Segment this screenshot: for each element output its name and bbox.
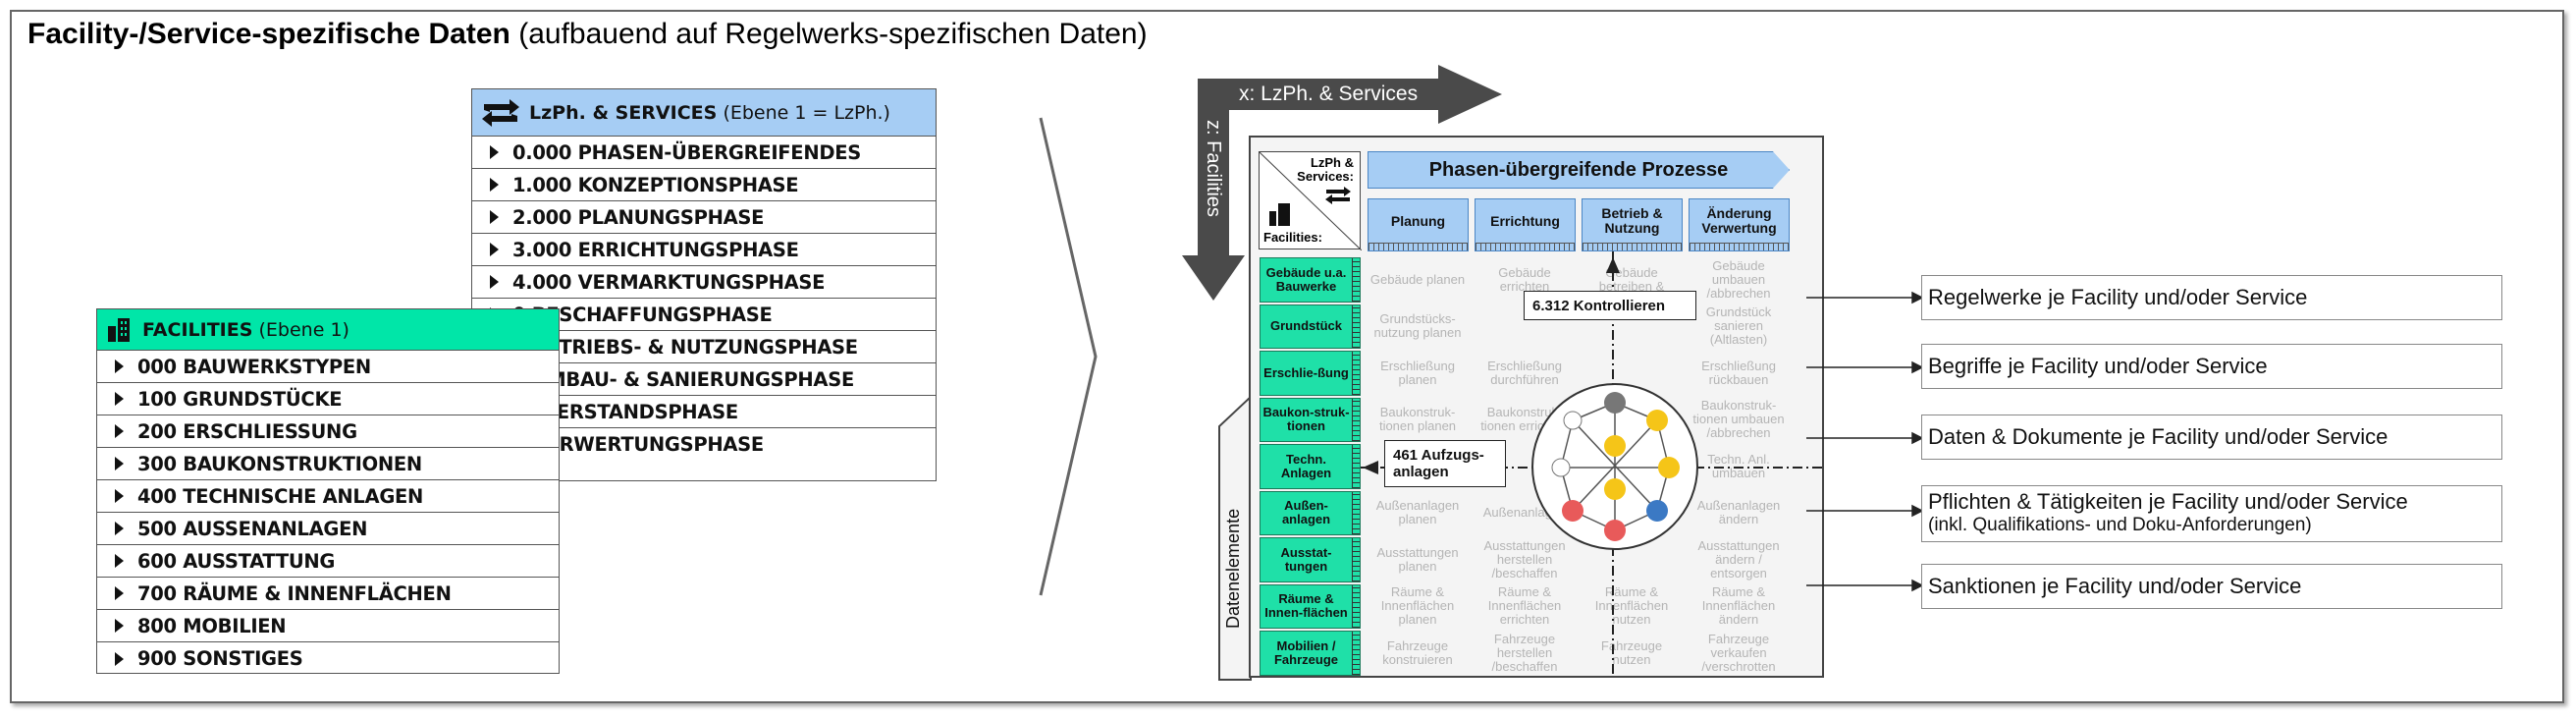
- matrix-row-header: Mobilien / Fahrzeuge: [1260, 631, 1361, 676]
- matrix-cell: Räume & Innenflächen planen: [1380, 584, 1455, 628]
- chevron-arrow-icon: [1039, 117, 1098, 596]
- matrix-column-header: Änderung Verwertung: [1689, 198, 1790, 251]
- output-box: Daten & Dokumente je Facility und/oder S…: [1921, 415, 2502, 460]
- matrix-cell: Erschließung rückbauen: [1701, 358, 1776, 387]
- list-item: 0.000 PHASEN-ÜBERGREIFENDES: [472, 137, 936, 169]
- list-item: 3.000 ERRICHTUNGSPHASE: [472, 234, 936, 266]
- refresh-cycle-icon-small: [1325, 187, 1351, 204]
- output-box: Begriffe je Facility und/oder Service: [1921, 344, 2502, 389]
- list-item: 2.000 PLANUNGSPHASE: [472, 201, 936, 234]
- matrix-cell: Ausstattungen herstellen /beschaffen: [1483, 537, 1566, 581]
- matrix-row-header: Ausstat-tungen: [1260, 537, 1361, 582]
- matrix-cell: Fahrzeuge konstruieren: [1382, 637, 1453, 667]
- matrix-column-header: Betrieb & Nutzung: [1582, 198, 1683, 251]
- list-item: 900 SONSTIGES: [97, 642, 559, 675]
- caret-right-icon: [115, 522, 124, 535]
- list-item: 400 TECHNISCHE ANLAGEN: [97, 480, 559, 513]
- list-item: 4.000 VERMARKTUNGSPHASE: [472, 266, 936, 299]
- output-box: Sanktionen je Facility und/oder Service: [1921, 564, 2502, 609]
- list-item: 700 RÄUME & INNENFLÄCHEN: [97, 578, 559, 610]
- facilities-header: FACILITIES (Ebene 1): [97, 309, 559, 351]
- caret-right-icon: [490, 178, 499, 192]
- matrix-cell: Fahrzeuge herstellen /beschaffen: [1491, 631, 1558, 674]
- matrix-row-header: Techn. Anlagen: [1260, 444, 1361, 489]
- services-header: LzPh. & SERVICES (Ebene 1 = LzPh.): [472, 89, 936, 137]
- matrix-cell: Außenanlagen planen: [1375, 498, 1460, 527]
- matrix-row-header: Baukon-struk-tionen: [1260, 397, 1361, 442]
- callout-kontrollieren: 6.312 Kontrollieren: [1524, 291, 1696, 320]
- matrix-cell: Fahrzeuge nutzen: [1600, 637, 1663, 667]
- matrix-cell: Räume & Innenflächen ändern: [1701, 584, 1776, 628]
- output-box: Regelwerke je Facility und/oder Service: [1921, 275, 2502, 320]
- matrix-column-header: Errichtung: [1475, 198, 1576, 251]
- caret-right-icon: [115, 424, 124, 438]
- axis-arrows-icon: [1182, 65, 1502, 301]
- page-title: Facility-/Service-spezifische Daten (auf…: [27, 18, 1148, 50]
- matrix-cell: Gebäude umbauen /abbrechen: [1706, 257, 1771, 301]
- matrix-cell: Gebäude errichten: [1498, 264, 1551, 294]
- matrix-corner: LzPh & Services: Facilities:: [1259, 151, 1362, 250]
- matrix-row-header: Gebäude u.a. Bauwerke: [1260, 257, 1361, 303]
- caret-right-icon: [115, 457, 124, 470]
- matrix-cell: Baukonstruk-tionen umbauen /abbrechen: [1692, 398, 1785, 441]
- building-icon: [105, 313, 134, 347]
- caret-right-icon: [115, 360, 124, 373]
- matrix-column-header: Planung: [1368, 198, 1469, 251]
- list-item: 800 MOBILIEN: [97, 610, 559, 642]
- matrix-cell: Ausstattungen ändern / entsorgen: [1697, 537, 1780, 581]
- matrix-cell: Techn. Anl. umbauen: [1707, 451, 1770, 480]
- refresh-cycle-icon: [480, 96, 521, 130]
- callout-aufzugsanlagen: 461 Aufzugs-anlagen: [1384, 440, 1506, 487]
- x-axis-label: x: LzPh. & Services: [1239, 83, 1419, 105]
- list-item: 300 BAUKONSTRUKTIONEN: [97, 448, 559, 480]
- building-icon-small: [1269, 203, 1290, 226]
- caret-right-icon: [115, 619, 124, 633]
- matrix-cell: Gebäude planen: [1369, 271, 1466, 287]
- matrix-cell: Grundstück sanieren (Altlasten): [1705, 304, 1772, 348]
- output-box: Pflichten & Tätigkeiten je Facility und/…: [1921, 485, 2502, 542]
- caret-right-icon: [115, 651, 124, 666]
- y-axis-label: Datenelemente: [1223, 508, 1243, 629]
- list-item: 1.000 KONZEPTIONSPHASE: [472, 169, 936, 201]
- matrix-row-header: Räume & Innen-flächen: [1260, 583, 1361, 629]
- z-axis-label: z: Facilities: [1203, 120, 1224, 217]
- matrix-cell: Gebäude betreiben &: [1598, 264, 1665, 294]
- output-connectors: [1806, 291, 1924, 592]
- list-item: 600 AUSSTATTUNG: [97, 545, 559, 578]
- caret-right-icon: [490, 210, 499, 224]
- matrix-cell: Erschließung durchführen: [1487, 358, 1562, 387]
- matrix-row-header: Erschlie-ßung: [1260, 351, 1361, 396]
- matrix-cell: Erschließung planen: [1380, 358, 1455, 387]
- caret-right-icon: [490, 275, 499, 289]
- list-item: 100 GRUNDSTÜCKE: [97, 383, 559, 415]
- matrix-cell: Ausstattungen planen: [1376, 544, 1459, 574]
- caret-right-icon: [115, 554, 124, 568]
- matrix-row-header: Grundstück: [1260, 304, 1361, 349]
- process-network-icon: [1531, 383, 1698, 550]
- matrix-cell: Räume & Innenflächen errichten: [1487, 584, 1562, 628]
- caret-right-icon: [115, 586, 124, 600]
- caret-right-icon: [490, 145, 499, 159]
- matrix-cell: Außenanlagen ändern: [1696, 498, 1781, 527]
- caret-right-icon: [115, 392, 124, 406]
- caret-right-icon: [490, 243, 499, 256]
- list-item: 200 ERSCHLIESSUNG: [97, 415, 559, 448]
- matrix-cell: Baukonstruk-tionen planen: [1378, 405, 1457, 434]
- list-item: 500 AUSSENANLAGEN: [97, 513, 559, 545]
- list-item: 000 BAUWERKSTYPEN: [97, 351, 559, 383]
- matrix-header: Phasen-übergreifende Prozesse: [1368, 151, 1790, 189]
- matrix-row-header: Außen-anlagen: [1260, 490, 1361, 535]
- matrix-cell: Fahrzeuge verkaufen /verschrotten: [1701, 631, 1776, 674]
- caret-right-icon: [115, 489, 124, 503]
- matrix-cell: Grundstücks-nutzung planen: [1373, 311, 1462, 341]
